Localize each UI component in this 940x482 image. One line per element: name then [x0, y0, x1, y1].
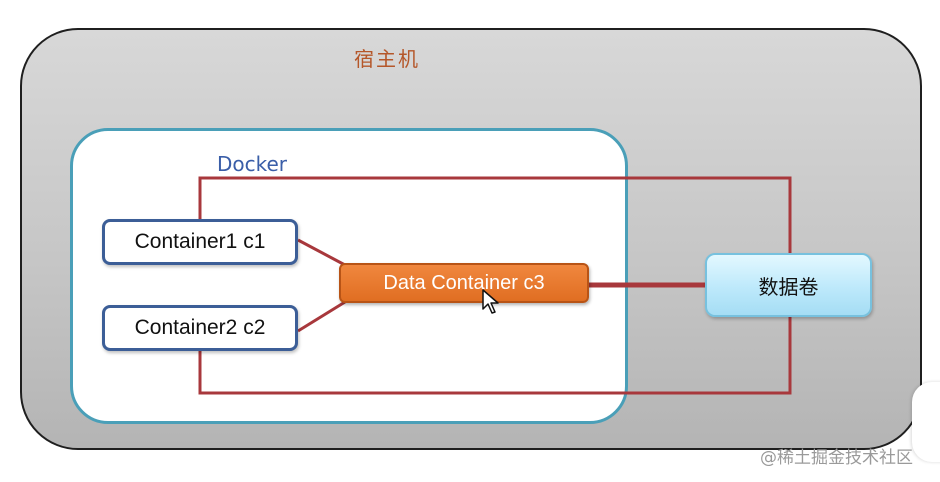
- watermark-text: @稀土掘金技术社区: [760, 448, 913, 468]
- docker-label: Docker: [217, 152, 288, 176]
- connector-c1-to-data: [297, 238, 346, 267]
- mouse-cursor-icon: [482, 289, 499, 314]
- connector-c2-to-data: [297, 300, 346, 333]
- container1-box: Container1 c1: [102, 219, 298, 265]
- connector-top-loop: [198, 176, 792, 253]
- data-volume-box: 数据卷: [705, 253, 872, 317]
- container2-box: Container2 c2: [102, 305, 298, 351]
- data-container-box: Data Container c3: [339, 263, 589, 303]
- connector-bottom-loop: [198, 317, 792, 395]
- host-machine-label: 宿主机: [354, 47, 420, 71]
- edge-overlay: [912, 382, 940, 462]
